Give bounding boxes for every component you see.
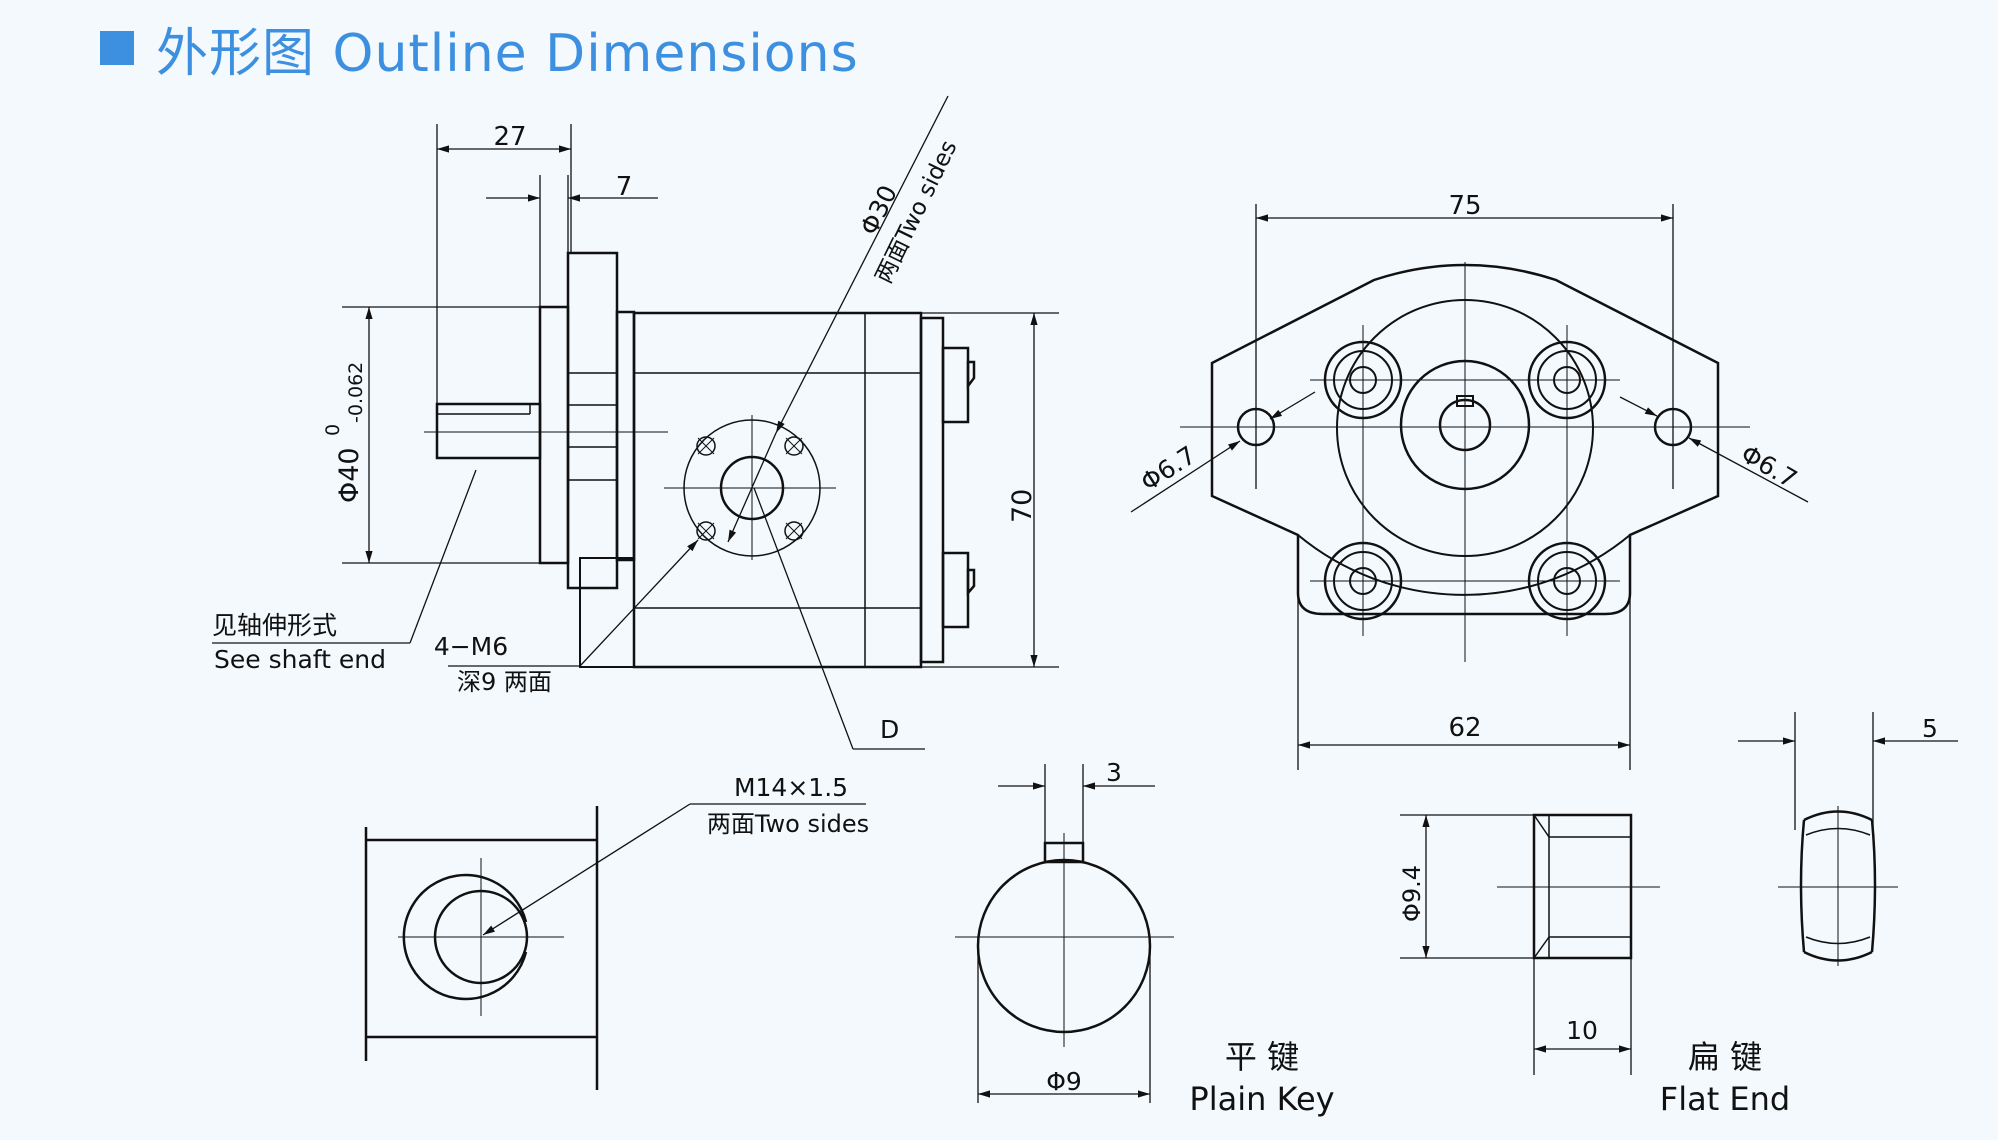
d-label: D [880,715,899,744]
front-view-centerlines [1180,262,1750,662]
plain-key-labels: 3 Φ9 平 键 Plain Key [1046,758,1334,1118]
dim-27-label: 27 [493,122,526,152]
shaft-note-en: See shaft end [214,645,386,674]
shaft-note-cn: 见轴伸形式 [212,611,337,640]
title-square-icon [100,31,134,65]
plain-key-label-en: Plain Key [1189,1080,1334,1118]
plain-key-label-cn: 平 键 [1225,1038,1299,1076]
plain-key-centerlines [955,833,1174,1047]
flat-end-label-cn: 扁 键 [1688,1038,1762,1076]
flat-end-centerlines [1497,806,1898,966]
port-view-labels: M14×1.5 两面Two sides [707,773,869,838]
flat-end-view [1532,810,1877,962]
side-view [435,251,976,669]
port-two-sides-note: 两面Two sides [707,810,869,838]
dim-70-label: 70 [1007,489,1038,523]
dia-40-label: Φ40 [334,447,365,503]
page-header: 外形图 Outline Dimensions [100,18,859,84]
tol-lower-label: -0.062 [345,362,367,423]
port-thread-label: 4−M6 [434,632,508,661]
front-view-labels: 75 62 Φ6.7 Φ6.7 [1135,191,1802,743]
hole-right-label: Φ6.7 [1736,439,1802,494]
dim-7-label: 7 [616,172,633,202]
dia-94-label: Φ9.4 [1398,865,1426,922]
dim-10-label: 10 [1566,1016,1598,1045]
tol-upper-label: 0 [322,424,344,436]
side-view-dimensions [212,95,1059,750]
port-thread-m14: M14×1.5 [734,773,848,802]
flat-end-dimensions [1400,712,1958,1075]
page-title: 外形图 Outline Dimensions [156,23,859,84]
port-view-centerlines [398,858,564,1016]
dim-62-label: 62 [1448,713,1481,743]
flat-end-label-en: Flat End [1660,1080,1790,1118]
dim-5-label: 5 [1922,714,1938,743]
dim-3-label: 3 [1106,758,1122,787]
front-body-outline [1210,263,1720,616]
front-view-dimensions [1130,204,1809,770]
port-view-dimensions [482,803,866,936]
plain-key-dimensions [977,764,1155,1103]
dim-75-label: 75 [1448,191,1481,221]
port-crosses [697,437,803,540]
side-view-labels: 27 7 Φ40 0 -0.062 70 Φ30 两面Two sides 4−M… [212,122,1038,744]
hole-left-label: Φ6.7 [1135,440,1201,497]
dia-9-label: Φ9 [1046,1067,1082,1096]
flat-end-labels: Φ9.4 10 5 扁 键 Flat End [1398,714,1938,1118]
port-depth-label: 深9 两面 [457,668,552,696]
